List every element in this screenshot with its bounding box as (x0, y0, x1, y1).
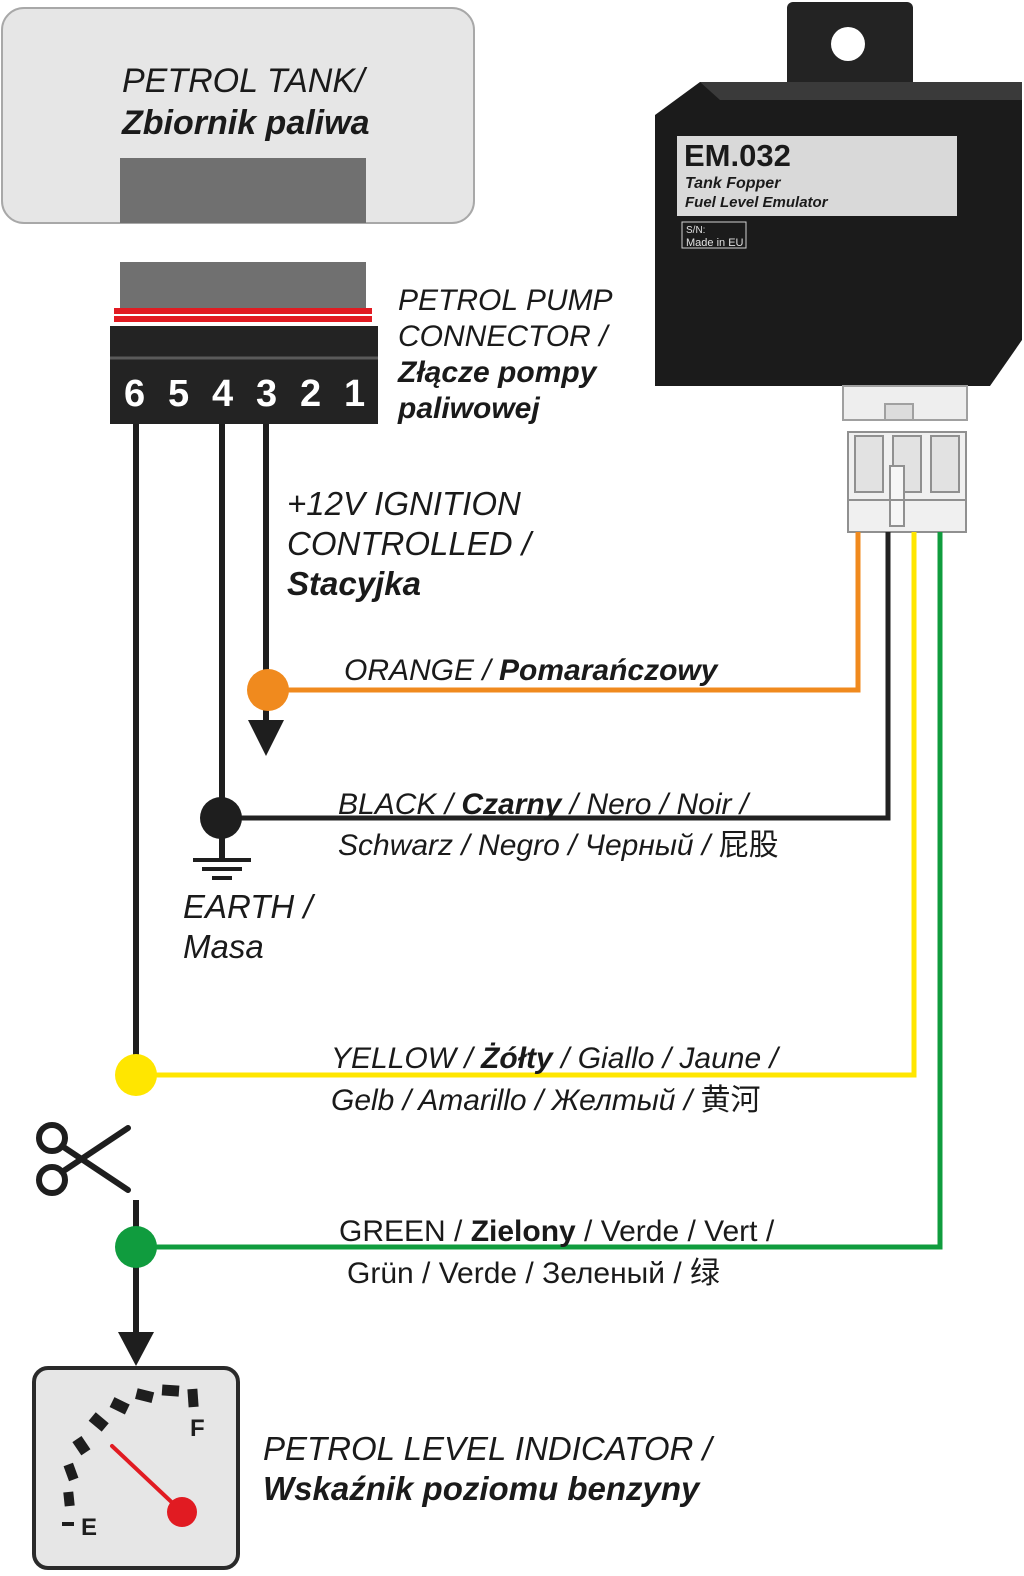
module-made-in: Made in EU (686, 237, 744, 249)
green-label-cjk: 绿 (690, 1256, 720, 1291)
gauge-title-pl: Wskaźnik poziomu benzyny (263, 1470, 701, 1507)
ignition-line-3: Stacyjka (287, 565, 421, 602)
black-label-cjk: 屁股 (719, 828, 779, 863)
pin-1: 1 (344, 373, 365, 415)
green-wire (136, 532, 943, 1250)
black-wire (222, 532, 891, 821)
ignition-line-1: +12V IGNITION (287, 485, 521, 522)
scissors-icon (36, 1122, 131, 1196)
gauge-full-label: F (190, 1415, 205, 1442)
green-label-pl: Zielony (471, 1215, 576, 1248)
module-name-2: Fuel Level Emulator (685, 194, 829, 211)
yellow-junction (115, 1054, 157, 1096)
gauge-needle (110, 1444, 182, 1512)
green-label-en: GREEN / (339, 1215, 471, 1248)
fuel-gauge: F E (32, 1366, 240, 1570)
connector-label-3: Złącze pompy (397, 356, 598, 389)
yellow-label-cjk: 黄河 (701, 1083, 761, 1118)
black-label-pl: Czarny (461, 788, 562, 821)
green-label-rest: / Verde / Vert / (576, 1215, 775, 1248)
ignition-line-2: CONTROLLED / (287, 525, 534, 562)
gauge-title-en: PETROL LEVEL INDICATOR / (263, 1430, 715, 1467)
black-junction (200, 797, 242, 839)
ignition-label: +12V IGNITION CONTROLLED / Stacyjka (287, 485, 534, 602)
green-label-line2: Grün / Verde / Зеленый / 绿 (347, 1256, 720, 1291)
pin-2: 2 (300, 373, 321, 415)
module-sn: S/N: (686, 225, 705, 236)
gauge-arrow (118, 1332, 154, 1366)
pin-4: 4 (212, 373, 233, 415)
gauge-hub (167, 1497, 197, 1527)
module-name-1: Tank Fopper (685, 175, 781, 192)
yellow-label-rest: / Giallo / Jaune / (553, 1042, 781, 1075)
pin-5: 5 (168, 373, 189, 415)
pin-6: 6 (124, 373, 145, 415)
orange-junction (247, 669, 289, 711)
connector-label-2: CONNECTOR / (398, 320, 610, 353)
orange-label: ORANGE / Pomarańczowy (344, 654, 719, 687)
green-junction (115, 1226, 157, 1268)
tank-title-en: PETROL TANK/ (122, 62, 368, 100)
gauge-empty-label: E (81, 1514, 97, 1541)
petrol-tank: PETROL TANK/ Zbiornik paliwa (1, 7, 475, 224)
earth-label-1: EARTH / (183, 888, 315, 925)
black-label-line1: BLACK / Czarny / Nero / Noir / (338, 788, 751, 821)
emulator-module: EM.032 Tank Fopper Fuel Level Emulator S… (655, 2, 1022, 533)
gauge-ticks (63, 1384, 199, 1507)
module-plug (847, 431, 967, 533)
pump-connector: 6 5 4 3 2 1 PETROL PUMP CONNECTOR / Złąc… (110, 262, 613, 425)
earth-label-2: Masa (183, 928, 264, 965)
green-label-other: Grün / Verde / Зеленый / (347, 1257, 690, 1290)
ground-icon (193, 838, 251, 880)
connector-label-1: PETROL PUMP (398, 284, 613, 317)
yellow-label-other: Gelb / Amarillo / Желтый / (331, 1084, 701, 1117)
tank-title-pl: Zbiornik paliwa (121, 104, 369, 142)
yellow-label-line1: YELLOW / Żółty / Giallo / Jaune / (331, 1042, 781, 1075)
black-label-rest: / Nero / Noir / (561, 788, 750, 821)
connector-label-4: paliwowej (397, 392, 540, 425)
yellow-label-pl: Żółty (480, 1042, 554, 1075)
orange-label-en: ORANGE / (344, 654, 499, 687)
yellow-label-line2: Gelb / Amarillo / Желтый / 黄河 (331, 1083, 761, 1118)
black-label-en: BLACK / (338, 788, 461, 821)
orange-label-pl: Pomarańczowy (499, 654, 719, 687)
yellow-wire (136, 532, 917, 1078)
black-label-other: Schwarz / Negro / Черный / (338, 829, 719, 862)
green-label-line1: GREEN / Zielony / Verde / Vert / (339, 1215, 775, 1248)
orange-wire (266, 532, 861, 693)
black-label-line2: Schwarz / Negro / Черный / 屁股 (338, 828, 779, 863)
module-model: EM.032 (684, 138, 791, 173)
ignition-arrow (248, 720, 284, 756)
pin-3: 3 (256, 373, 277, 415)
wires (115, 424, 943, 1366)
yellow-label-en: YELLOW / (331, 1042, 481, 1075)
